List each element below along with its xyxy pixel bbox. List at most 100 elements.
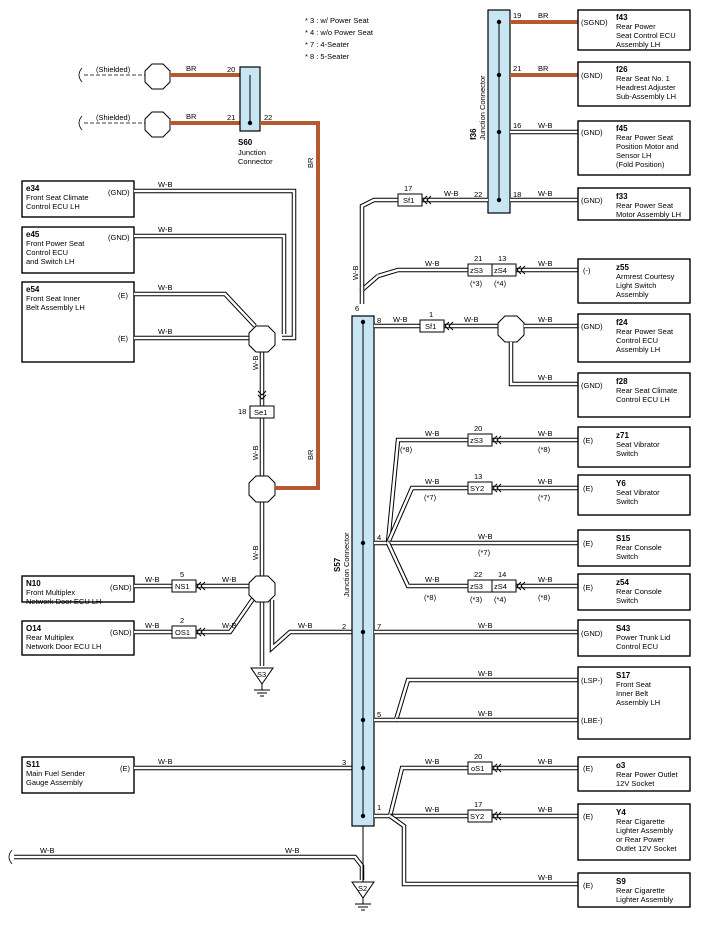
component-Y4: Y4 Rear Cigarette Lighter Assembly or Re… <box>577 803 691 861</box>
wb-s17-1: W-B <box>478 669 492 678</box>
f45-line-2: Position Motor and <box>616 142 679 151</box>
Y6-line-2: Switch <box>616 497 638 506</box>
f24-line-3: Assembly LH <box>616 345 660 354</box>
s15-note: (*7) <box>478 548 491 557</box>
zs4c-name: zS4 <box>494 582 507 591</box>
Y4-line-1: Rear Cigarette <box>616 817 665 826</box>
s57-pin-2: 2 <box>342 622 346 631</box>
f33-term: (GND) <box>581 196 603 205</box>
connector-zs3a-zs4a: zS3 zS4 21 13 (*3) (*4) <box>467 254 517 288</box>
s57-name: Junction Connector <box>342 532 351 597</box>
N10-line-1: Front Multiplex <box>26 588 75 597</box>
z71-line-1: Seat Vibrator <box>616 440 660 449</box>
e54-line-1: Front Seat Inner <box>26 294 81 303</box>
component-S9: S9 Rear Cigarette Lighter Assembly (E) <box>577 872 691 908</box>
wb-f28: W-B <box>538 373 552 382</box>
zs3a-name: zS3 <box>470 266 483 275</box>
wb-zs3-left: W-B <box>425 259 439 268</box>
z54-line-2: Switch <box>616 596 638 605</box>
wb-trunk-2: W-B <box>251 446 260 460</box>
os1a-name: OS1 <box>175 628 190 637</box>
S17-line-3: Assembly LH <box>616 698 660 707</box>
S9-line-2: Lighter Assembly <box>616 895 673 904</box>
note-1: * 3 : w/ Power Seat <box>305 16 370 25</box>
zs3c-note-l: (*8) <box>424 593 437 602</box>
s60-code: S60 <box>238 138 253 147</box>
zs3c-note: (*3) <box>470 595 483 604</box>
Y4-line-3: or Rear Power <box>616 835 665 844</box>
connector-zs3b: zS3 20 (*8) (*8) <box>400 424 551 454</box>
wb-n10-2: W-B <box>222 575 236 584</box>
zs3a-pin: 21 <box>474 254 482 263</box>
z71-line-2: Switch <box>616 449 638 458</box>
S15-term: (E) <box>583 539 594 548</box>
e45-line-3: and Switch LH <box>26 257 74 266</box>
wb-bottom-2: W-B <box>285 846 299 855</box>
wb-sf1b: W-B <box>464 315 478 324</box>
Y4-line-2: Lighter Assembly <box>616 826 673 835</box>
O14-code: O14 <box>26 624 42 633</box>
z54-term: (E) <box>583 583 594 592</box>
f43-line-1: Rear Power <box>616 22 656 31</box>
f45-line-4: (Fold Position) <box>616 160 665 169</box>
s60-line1: Junction <box>238 148 266 157</box>
zs3b-name: zS3 <box>470 436 483 445</box>
O14-term: (GND) <box>110 628 132 637</box>
wb-f24: W-B <box>538 315 552 324</box>
S11-box <box>21 756 135 794</box>
o3-term: (E) <box>583 764 594 773</box>
e34-term: (GND) <box>108 188 130 197</box>
legend-notes: * 3 : w/ Power Seat * 4 : w/o Power Seat… <box>305 16 374 61</box>
f36-pin-19: 19 <box>513 11 521 20</box>
connector-ns1: NS1 5 <box>171 570 197 593</box>
s57-pin-4: 4 <box>377 533 381 542</box>
wb-o3: W-B <box>538 757 552 766</box>
wb-sy2b-l: W-B <box>425 805 439 814</box>
wb-e34: W-B <box>158 180 172 189</box>
wb-y6: W-B <box>538 477 552 486</box>
z71-term: (E) <box>583 436 594 445</box>
S11-line-2: Gauge Assembly <box>26 778 83 787</box>
component-S43: S43 Power Trunk Lid Control ECU (GND) <box>577 619 691 657</box>
e34-line-2: Control ECU LH <box>26 202 80 211</box>
zs4a-pin: 13 <box>498 254 506 263</box>
f36-code: f36 <box>469 128 478 140</box>
O14-line-2: Network Door ECU LH <box>26 642 101 651</box>
wb-o14: W-B <box>145 621 159 630</box>
f36-pin-21: 21 <box>513 64 521 73</box>
zs4c-pin: 14 <box>498 570 506 579</box>
wb-z54: W-B <box>538 575 552 584</box>
ground-s2: S2 <box>351 826 375 911</box>
br-wire-s60-22 <box>260 121 320 490</box>
wb-z55: W-B <box>538 259 552 268</box>
wb-s11: W-B <box>158 757 172 766</box>
S9-line-1: Rear Cigarette <box>616 886 665 895</box>
connector-os1b: oS1 20 <box>467 752 493 775</box>
e45-box <box>21 226 135 274</box>
connector-zs3c-zs4c: zS3 zS4 22 14 (*8) (*3) (*4) (*8) <box>424 570 551 604</box>
component-o3: o3 Rear Power Outlet 12V Socket (E) <box>577 756 691 792</box>
e34-code: e34 <box>26 184 40 193</box>
S15-line-1: Rear Console <box>616 543 662 552</box>
S9-term: (E) <box>583 881 594 890</box>
shielded-label-bottom: (Shielded) <box>96 113 131 122</box>
wb-zs3b-l: W-B <box>425 429 439 438</box>
note-3: * 7 : 4-Seater <box>305 40 350 49</box>
S17-line-2: Inner Belt <box>616 689 649 698</box>
splice-node-right <box>497 315 525 343</box>
f28-term: (GND) <box>581 381 603 390</box>
N10-box <box>21 575 135 603</box>
S17-term-2: (LBE-) <box>581 716 603 725</box>
Y6-line-1: Seat Vibrator <box>616 488 660 497</box>
zs3b-note-l: (*8) <box>400 445 413 454</box>
s2-label: S2 <box>358 884 367 893</box>
f43-line-2: Seat Control ECU <box>616 31 676 40</box>
component-Y6: Y6 Seat Vibrator Switch (E) <box>577 474 691 516</box>
f33-line-2: Motor Assembly LH <box>616 210 681 219</box>
f24-line-2: Control ECU <box>616 336 658 345</box>
splice-node-left-1 <box>248 325 276 353</box>
S9-code: S9 <box>616 877 626 886</box>
wb-zs3c-l: W-B <box>425 575 439 584</box>
O14-line-1: Rear Multiplex <box>26 633 74 642</box>
